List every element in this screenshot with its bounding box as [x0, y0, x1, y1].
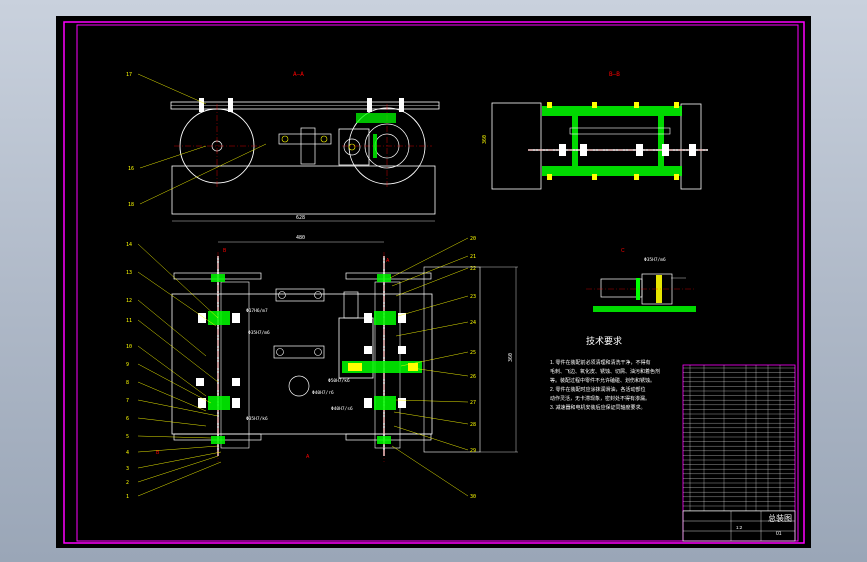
- notes-heading: 技术要求: [586, 335, 622, 347]
- leader-line: [137, 381, 207, 412]
- leader-line: [391, 255, 469, 287]
- balloon-label: 24: [470, 320, 476, 326]
- leader-line: [400, 351, 469, 367]
- leader-line: [137, 417, 207, 427]
- view-b-b-title: B—B: [609, 71, 620, 78]
- balloon-label: 25: [470, 350, 476, 356]
- leader-line: [137, 461, 222, 497]
- balloon-label: 27: [470, 400, 476, 406]
- leader-line: [393, 425, 469, 451]
- balloon-label: 6: [126, 416, 129, 422]
- balloon-label: 13: [126, 270, 132, 276]
- note-line-4: 动作灵活，无卡滞现象，密封处不得有渗漏。: [550, 395, 650, 402]
- balloon-label: 22: [470, 266, 476, 272]
- leader-line: [395, 321, 469, 337]
- balloon-label: 8: [126, 380, 129, 386]
- note-line-1: 毛刺、飞边、氧化皮、锈蚀、切屑、油污和着色剂: [550, 368, 660, 375]
- svg-text:B: B: [223, 248, 227, 254]
- leader-line: [139, 145, 207, 169]
- balloon-label: 29: [470, 448, 476, 454]
- fit-2: Φ35H7/m6: [248, 330, 270, 336]
- detail-fit: Φ35H7/m6: [644, 257, 666, 263]
- view-plan: 360 480 B B A A Φ17H6/m7 Φ35H7/m6 Φ40H7/…: [156, 235, 518, 462]
- detail-c-title: C: [621, 248, 625, 254]
- leaders-left: [137, 73, 267, 497]
- balloon-label: 20: [470, 236, 476, 242]
- fit-1: Φ17H6/m7: [246, 308, 268, 314]
- leader-line: [137, 271, 217, 327]
- svg-text:B: B: [156, 450, 160, 456]
- balloon-label: 1: [126, 494, 129, 500]
- leaders-right: [389, 237, 469, 497]
- leader-line: [137, 455, 219, 483]
- leader-line: [137, 73, 207, 105]
- balloon-label: 14: [126, 242, 132, 248]
- balloon-label: 7: [126, 398, 129, 404]
- drawing-sheet: A—A 628: [63, 21, 805, 544]
- note-line-2: 等。装配过程中零件不允许磕碰、划伤和锈蚀。: [550, 377, 655, 384]
- balloon-label: 23: [470, 294, 476, 300]
- inner-frame: [76, 24, 799, 542]
- view-a-a: A—A 628: [170, 71, 440, 222]
- dim-top-width: 628: [296, 215, 305, 221]
- svg-text:A: A: [306, 454, 310, 460]
- leader-line: [391, 445, 469, 497]
- balloon-label: 12: [126, 298, 132, 304]
- balloons-right: 20 21 22 23 24 25 26 27 28 29 30: [470, 236, 476, 500]
- fit-6: Φ35H7/k6: [246, 416, 268, 422]
- balloon-label: 17: [126, 72, 132, 78]
- balloon-label: 11: [126, 318, 132, 324]
- leader-line: [137, 363, 212, 404]
- note-line-0: 1. 零件在装配前必须清理和清洗干净，不得有: [550, 359, 651, 366]
- balloon-label: 9: [126, 362, 129, 368]
- leader-line: [137, 445, 219, 453]
- leader-line: [137, 299, 207, 357]
- balloon-label: 3: [126, 466, 129, 472]
- fit-4: Φ50H7/k6: [328, 378, 350, 384]
- fit-3: Φ40H7/r6: [312, 390, 334, 396]
- svg-text:A: A: [386, 258, 390, 264]
- balloon-label: 28: [470, 422, 476, 428]
- view-b-b: B—B 360: [482, 71, 708, 190]
- leader-line: [137, 345, 207, 397]
- dim-plan-width: 480: [296, 235, 305, 241]
- leader-line: [137, 435, 212, 439]
- title-block: 总装图 1:2 01: [682, 510, 796, 542]
- leader-line: [137, 243, 219, 319]
- leader-line: [411, 367, 469, 377]
- leader-line: [139, 143, 267, 205]
- note-line-5: 3. 减速器和电机安装后应保证同轴度要求。: [550, 404, 646, 411]
- balloon-label: 5: [126, 434, 129, 440]
- balloon-label: 30: [470, 494, 476, 500]
- balloon-label: 21: [470, 254, 476, 260]
- balloons-left: 17 16 18 14 13 12 11 10 9 8 7 6 5 4 3 2 1: [126, 72, 134, 500]
- leader-line: [397, 295, 469, 317]
- tech-notes: 技术要求 1. 零件在装配前必须清理和清洗干净，不得有 毛刺、飞边、氧化皮、锈蚀…: [550, 335, 660, 411]
- parts-list: [682, 364, 796, 542]
- balloon-label: 18: [128, 202, 134, 208]
- outer-frame: [63, 21, 805, 544]
- balloon-label: 2: [126, 480, 129, 486]
- leader-line: [137, 319, 219, 383]
- note-line-3: 2. 零件在装配时应涂抹润滑油，各活动部位: [550, 386, 646, 393]
- balloon-label: 10: [126, 344, 132, 350]
- leader-line: [395, 267, 469, 297]
- title-block-scale: 1:2: [736, 525, 743, 530]
- leader-line: [137, 451, 222, 469]
- dim-plan-height: 360: [508, 353, 514, 362]
- view-a-a-title: A—A: [293, 71, 304, 78]
- dim-side-height: 360: [482, 135, 488, 144]
- balloon-label: 16: [128, 166, 134, 172]
- detail-c: C Φ35H7/m6: [586, 248, 696, 312]
- cad-viewport[interactable]: A—A 628: [56, 16, 811, 548]
- leader-line: [393, 411, 469, 425]
- leader-line: [395, 399, 469, 403]
- leader-line: [389, 237, 469, 279]
- title-block-sheet: 01: [776, 531, 782, 537]
- leader-line: [137, 399, 219, 417]
- balloon-label: 4: [126, 450, 129, 456]
- balloon-label: 26: [470, 374, 476, 380]
- title-block-name: 总装图: [768, 513, 792, 523]
- fit-5: Φ40H7/s6: [331, 406, 353, 412]
